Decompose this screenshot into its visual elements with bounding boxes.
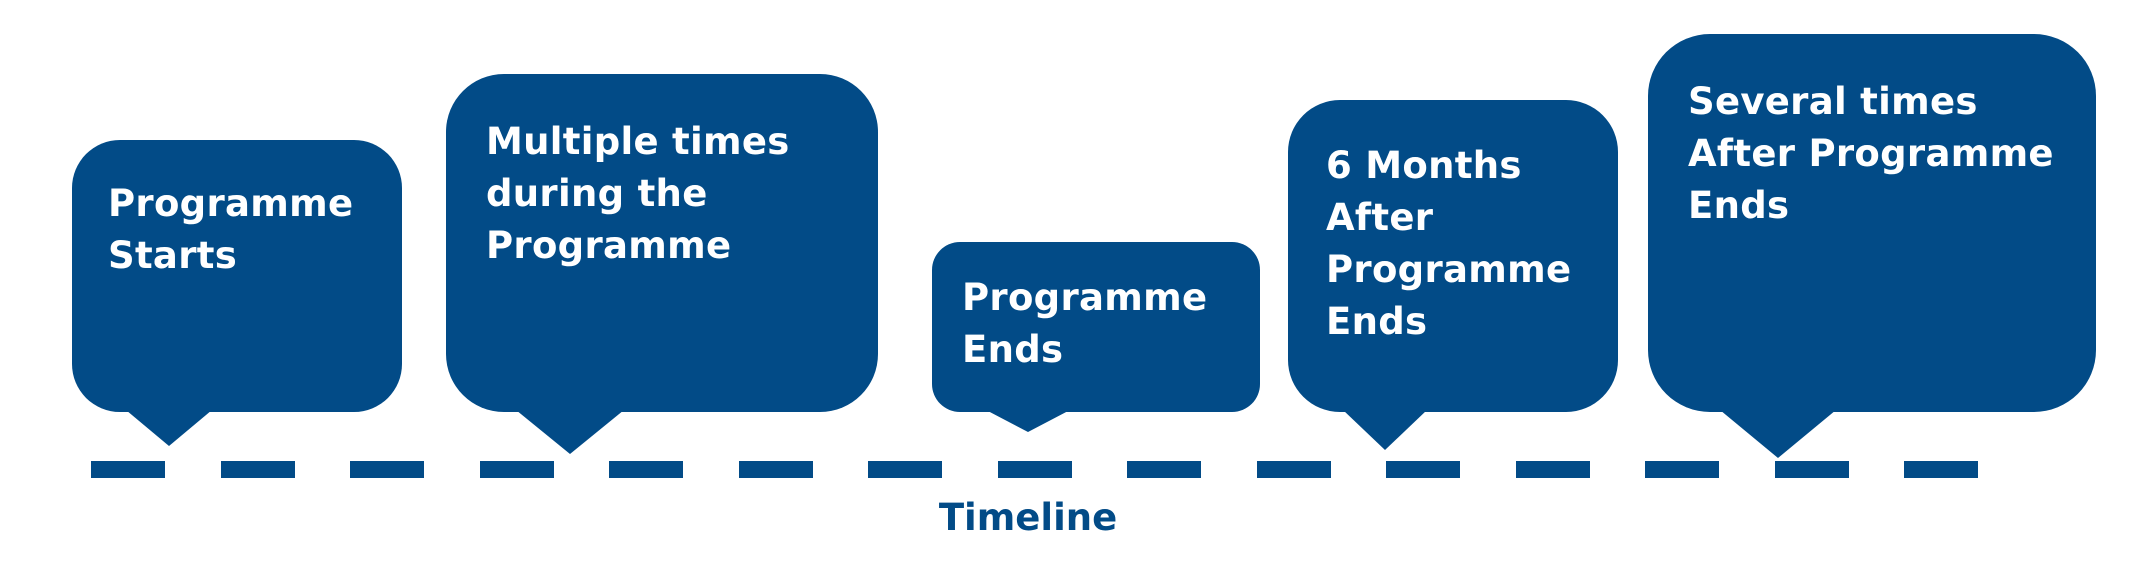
timeline-dash (1645, 461, 1719, 478)
milestone-label: 6 Months After Programme Ends (1326, 144, 1572, 343)
timeline-dash (868, 461, 942, 478)
timeline-dash (1904, 461, 1978, 478)
bubble-pointer (126, 410, 212, 446)
bubble-pointer (516, 410, 624, 454)
timeline-dash (1386, 461, 1460, 478)
milestone-bubble-several-times-after: Several times After Programme Ends (1648, 34, 2096, 412)
milestone-label: Several times After Programme Ends (1688, 80, 2054, 227)
bubble-pointer (986, 410, 1070, 432)
milestone-bubble-during-programme: Multiple times during the Programme (446, 74, 878, 412)
timeline-dash (350, 461, 424, 478)
timeline-label: Timeline (938, 496, 1118, 539)
bubble-pointer (1720, 410, 1836, 458)
milestone-label: Programme Starts (108, 182, 354, 277)
milestone-bubble-six-months-after: 6 Months After Programme Ends (1288, 100, 1618, 412)
timeline-dash (609, 461, 683, 478)
milestone-bubble-programme-ends: Programme Ends (932, 242, 1260, 412)
milestone-bubble-programme-starts: Programme Starts (72, 140, 402, 412)
timeline-dash (480, 461, 554, 478)
timeline-dash (91, 461, 165, 478)
timeline-dash (739, 461, 813, 478)
milestone-label: Programme Ends (962, 276, 1208, 371)
timeline-dash (1775, 461, 1849, 478)
timeline-dash (221, 461, 295, 478)
milestone-label: Multiple times during the Programme (486, 120, 790, 267)
bubble-pointer (1343, 410, 1427, 450)
timeline-dash (1257, 461, 1331, 478)
timeline-dash (998, 461, 1072, 478)
timeline-dash (1127, 461, 1201, 478)
timeline-dash (1516, 461, 1590, 478)
